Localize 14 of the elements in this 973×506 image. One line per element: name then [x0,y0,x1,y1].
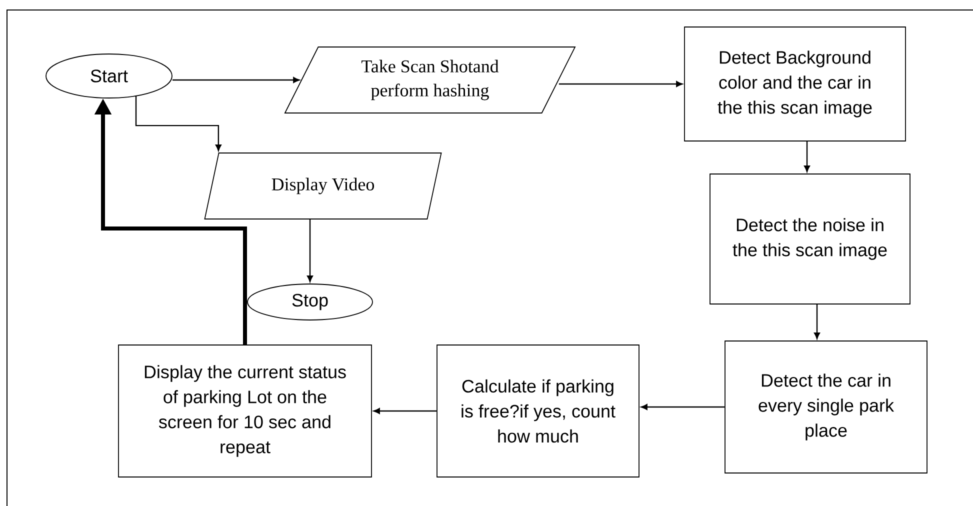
arrow [641,404,725,410]
process-box: Display the current status of parking Lot on the screen for 10 sec and repeat [118,344,372,478]
process-box: Detect the noise in the this scan image [710,174,910,304]
process-box: Detect Background color and the car in the this scan image [684,26,906,142]
arrow [558,81,683,87]
input-output-parallelogram: Display Video [204,152,442,220]
arrow [172,77,300,83]
arrow [814,304,820,340]
arrow [374,408,437,414]
process-box: Detect the car in every single park place [724,340,928,474]
arrow [804,141,810,172]
arrow [135,95,222,151]
arrow [307,219,313,282]
process-box: Calculate if parking is free?if yes, count how much [436,344,640,478]
